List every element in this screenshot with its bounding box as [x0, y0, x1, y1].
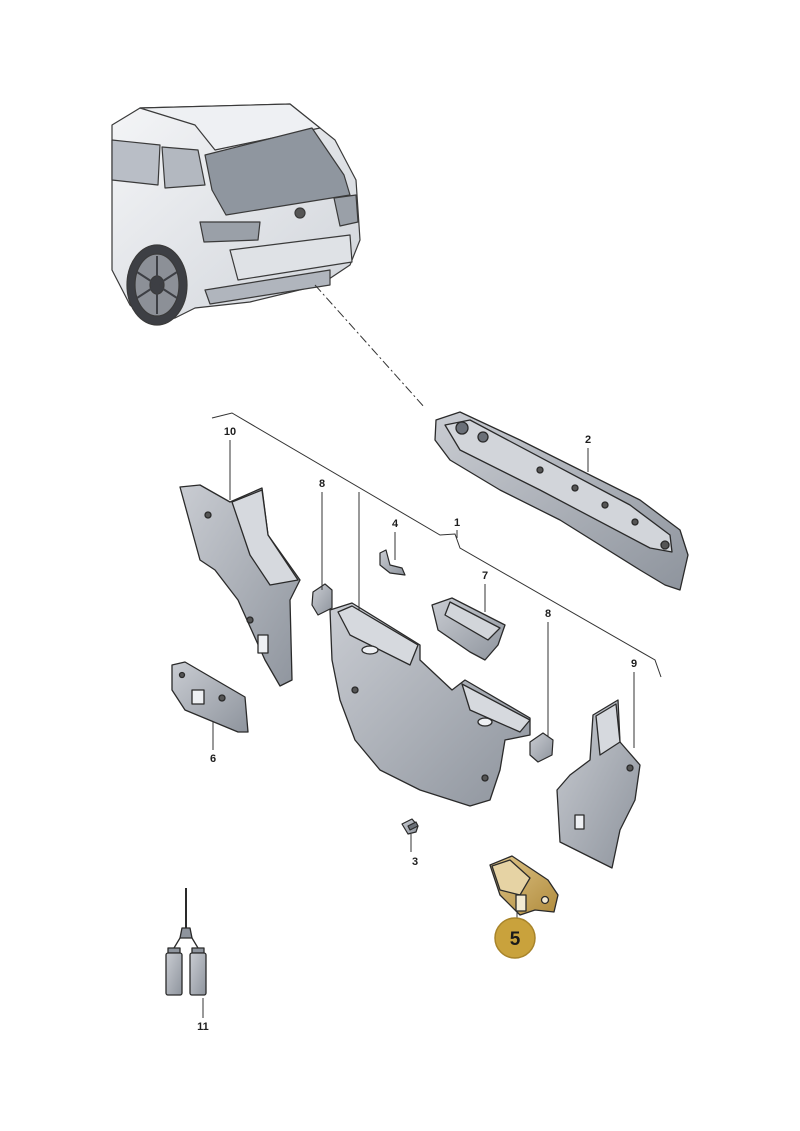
part-10-side-panel-left[interactable] — [179, 484, 301, 687]
part-8-bracket-right[interactable] — [529, 732, 554, 763]
callout-9: 9 — [631, 658, 637, 670]
part-3-bolt[interactable] — [401, 818, 419, 835]
vehicle-illustration — [111, 103, 361, 326]
leader-lines — [202, 440, 635, 1018]
part-9-side-panel-right[interactable] — [556, 699, 641, 869]
part-6-bracket[interactable] — [171, 661, 249, 733]
callout-1: 1 — [454, 517, 460, 529]
part-5-bracket-highlighted[interactable] — [489, 855, 559, 916]
callout-5-badge[interactable]: 5 — [494, 917, 536, 959]
callout-8-right: 8 — [545, 608, 551, 620]
assembly-bracket-line — [211, 412, 662, 678]
part-4-clip[interactable] — [379, 549, 406, 576]
callout-2: 2 — [585, 434, 591, 446]
callout-7: 7 — [482, 570, 488, 582]
part-1-rear-panel[interactable] — [329, 602, 531, 807]
callout-4: 4 — [392, 518, 399, 530]
callout-11: 11 — [197, 1021, 209, 1033]
callout-10: 10 — [224, 426, 236, 438]
callout-5: 5 — [510, 929, 521, 950]
part-8-bracket-left[interactable] — [311, 583, 333, 616]
callout-6: 6 — [210, 753, 216, 765]
part-7-reinforcement[interactable] — [431, 597, 506, 661]
locator-line — [314, 284, 426, 409]
callout-8-left: 8 — [319, 478, 325, 490]
part-2-rear-cross-member[interactable] — [434, 411, 689, 591]
callout-3: 3 — [412, 856, 418, 868]
part-11-adhesive-cartridge[interactable] — [165, 888, 207, 996]
